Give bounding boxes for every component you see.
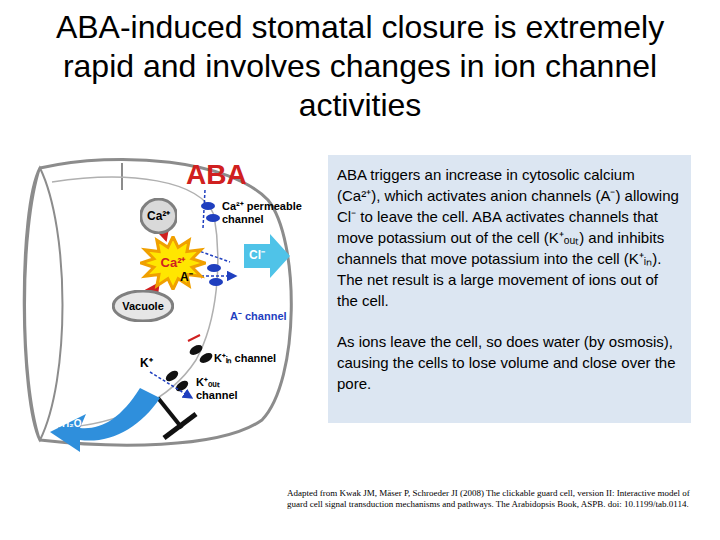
- channel-label: K⁺ᵢₙ channel: [214, 352, 276, 365]
- ion-label: K⁺: [140, 356, 153, 370]
- activation-arrow: [165, 235, 167, 240]
- inhibition-bar: [164, 414, 196, 438]
- channel-label: K⁺ₒᵤₜ channel: [196, 376, 254, 402]
- k-efflux-arrow: [150, 372, 192, 398]
- ca-influx-arrow: [203, 190, 205, 228]
- plasma-membrane: [52, 177, 218, 428]
- water-label: H₂O: [62, 418, 81, 430]
- citation: Adapted from Kwak JM, Mäser P, Schroeder…: [287, 488, 712, 510]
- vacuole-text: Vacuole: [122, 299, 164, 313]
- chloride-arrow: [244, 234, 290, 278]
- k-out-channel: [164, 369, 190, 394]
- explanation-box-text: ABA triggers an increase in cytosolic ca…: [337, 164, 682, 311]
- stomatal-pore: [25, 168, 63, 440]
- calcium-burst: Ca²⁺: [140, 236, 206, 290]
- explanation-box-text: As ions leave the cell, so does water (b…: [337, 331, 682, 394]
- anion-channel: [207, 264, 223, 286]
- water-efflux-arrow: [50, 388, 160, 452]
- slide-title: ABA-induced stomatal closure is extremel…: [30, 8, 690, 125]
- channel-label: Ca²⁺ permeable channel: [222, 200, 322, 226]
- vacuole: Vacuole: [112, 290, 174, 322]
- k-in-channel: [188, 343, 214, 365]
- channel-label: A⁻ channel: [230, 310, 287, 323]
- calcium-ion: Ca²⁺: [140, 198, 177, 234]
- anion-label: A⁻: [180, 270, 193, 284]
- explanation-box: ABA triggers an increase in cytosolic ca…: [328, 155, 691, 423]
- calcium-burst-text: Ca²⁺: [161, 255, 186, 271]
- inhibition-symbol: [158, 398, 182, 428]
- hormone-label: ABA: [186, 160, 247, 190]
- calcium-ion-text: Ca²⁺: [147, 209, 170, 224]
- inhibition-mark: [188, 335, 200, 341]
- chloride-label: Cl⁻: [249, 248, 265, 262]
